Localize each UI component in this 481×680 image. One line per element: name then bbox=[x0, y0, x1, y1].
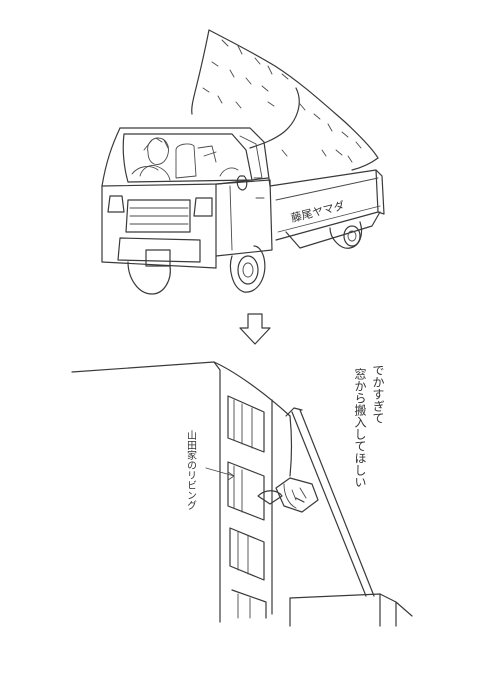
down-arrow-icon bbox=[239, 313, 271, 345]
hanging-tree-bundle bbox=[257, 477, 319, 513]
truck-with-tree-illustration: 藤尾ヤマダ bbox=[101, 29, 385, 295]
crane bbox=[285, 407, 413, 627]
caption-line-1: でかすぎて bbox=[371, 364, 385, 424]
pointer-line bbox=[205, 467, 235, 477]
room-label: 山田家のリビング bbox=[185, 430, 197, 510]
caption-line-2: 窓から搬入してほしい bbox=[353, 367, 367, 488]
truck-cab bbox=[101, 127, 273, 269]
apartment-building bbox=[71, 361, 291, 623]
building-crane-illustration: 山田家のリビング でかすぎて 窓から搬入してほしい bbox=[71, 361, 413, 627]
truck-side-text: 藤尾ヤマダ bbox=[289, 198, 346, 225]
truck-bed bbox=[269, 169, 385, 249]
christmas-tree bbox=[191, 29, 379, 171]
truck-wheels bbox=[127, 221, 363, 295]
